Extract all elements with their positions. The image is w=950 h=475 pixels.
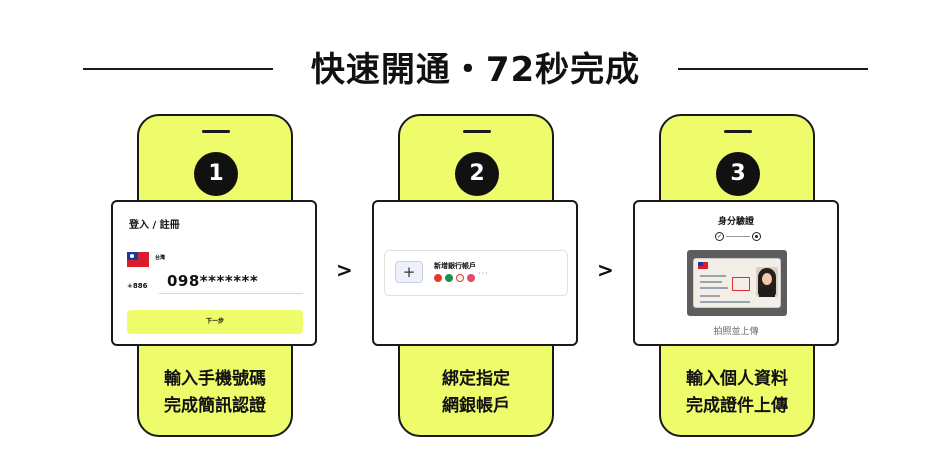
bank-logo-icon xyxy=(467,274,475,282)
id-text-line xyxy=(700,301,750,303)
step-2-caption: 綁定指定 網銀帳戶 xyxy=(400,366,552,420)
bank-logo-icon xyxy=(434,274,442,282)
step-1-caption-line1: 輸入手機號碼 xyxy=(164,369,266,389)
bank-logo-icon xyxy=(456,274,464,282)
current-step-icon xyxy=(752,232,761,241)
next-button[interactable]: 下一步 xyxy=(127,310,303,334)
id-capture-frame[interactable] xyxy=(687,250,787,316)
add-bank-label: 新增銀行帳戶 xyxy=(434,262,476,270)
step-2-caption-line1: 綁定指定 xyxy=(442,369,510,389)
bank-card: + 新增銀行帳戶 ··· xyxy=(372,200,578,346)
title-row: 快速開通・72秒完成 xyxy=(0,38,950,98)
phone-notch xyxy=(724,130,752,133)
identity-progress: ✓ xyxy=(715,232,761,241)
plus-icon[interactable]: + xyxy=(395,261,423,283)
step-2-badge: 2 xyxy=(455,152,499,196)
id-text-line xyxy=(700,281,722,283)
id-text-line xyxy=(700,287,728,289)
step-1-badge: 1 xyxy=(194,152,238,196)
title-divider-left xyxy=(83,68,273,70)
phone-input-underline xyxy=(159,293,303,294)
identity-title: 身分驗證 xyxy=(717,217,754,227)
id-text-line xyxy=(700,275,726,277)
phone-input[interactable]: 098******* xyxy=(167,272,259,290)
title-divider-right xyxy=(678,68,868,70)
id-flag-icon xyxy=(698,262,708,269)
id-stamp xyxy=(732,277,750,291)
id-photo xyxy=(756,267,778,297)
step-3-caption-line1: 輸入個人資料 xyxy=(686,369,788,389)
step-1-caption-line2: 完成簡訊認證 xyxy=(164,396,266,416)
page-title: 快速開通・72秒完成 xyxy=(310,50,641,90)
step-3-badge: 3 xyxy=(716,152,760,196)
phone-notch xyxy=(202,130,230,133)
arrow-right-icon: > xyxy=(597,258,614,282)
login-title: 登入 / 註冊 xyxy=(129,220,180,231)
more-banks-indicator: ··· xyxy=(478,269,489,278)
step-3-caption: 輸入個人資料 完成證件上傳 xyxy=(661,366,813,420)
step-3-caption-line2: 完成證件上傳 xyxy=(686,396,788,416)
phone-notch xyxy=(463,130,491,133)
bank-logo-icon xyxy=(445,274,453,282)
taiwan-flag-icon[interactable] xyxy=(127,252,149,267)
login-card: 登入 / 註冊 台灣 +886 098******* 下一步 xyxy=(111,200,317,346)
identity-card: 身分驗證 ✓ 拍照並上傳 xyxy=(633,200,839,346)
progress-dash xyxy=(726,236,750,237)
dial-code[interactable]: +886 xyxy=(127,282,148,290)
add-bank-account-row[interactable]: + 新增銀行帳戶 ··· xyxy=(384,250,568,296)
check-icon: ✓ xyxy=(715,232,724,241)
id-card-image xyxy=(693,258,781,308)
country-label: 台灣 xyxy=(155,255,166,261)
id-text-line xyxy=(700,295,720,297)
step-1-caption: 輸入手機號碼 完成簡訊認證 xyxy=(139,366,291,420)
upload-caption: 拍照並上傳 xyxy=(713,327,759,337)
step-2-caption-line2: 網銀帳戶 xyxy=(442,396,510,416)
arrow-right-icon: > xyxy=(336,258,353,282)
